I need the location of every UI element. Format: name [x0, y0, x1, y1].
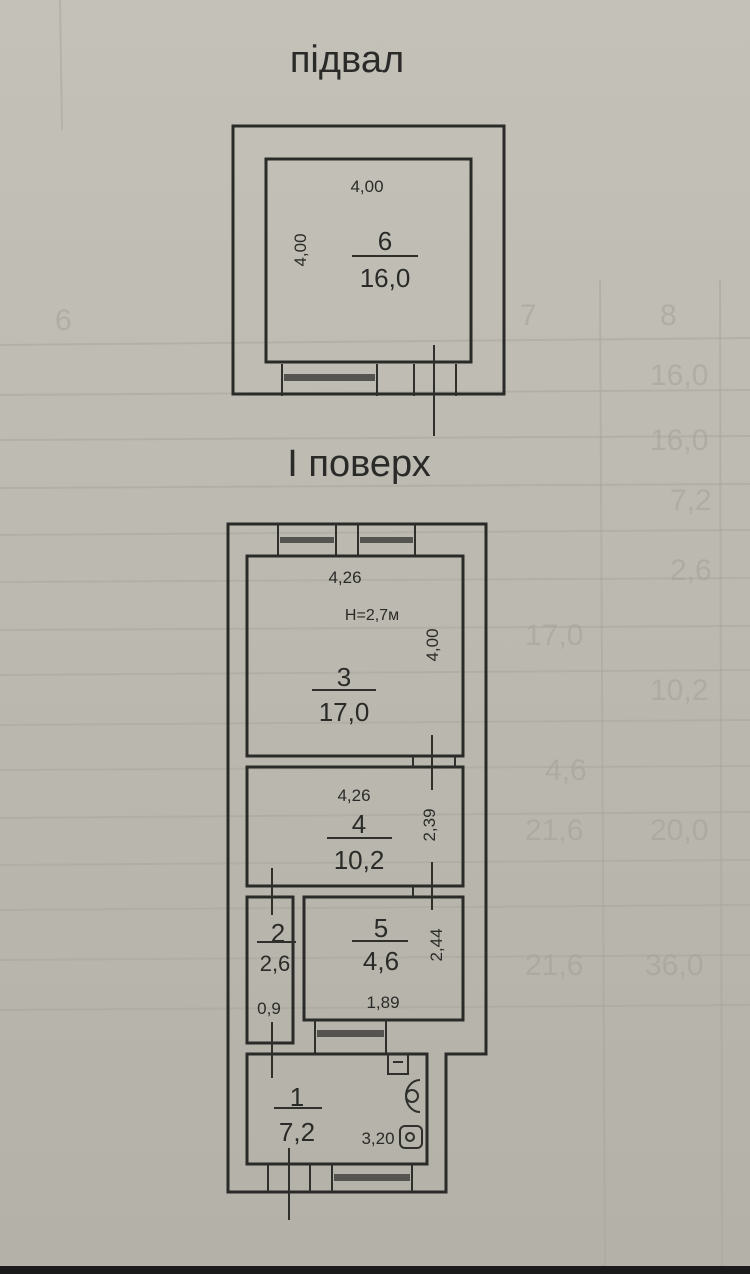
floor1-plan [226, 522, 488, 1220]
room-1-number: 1 [290, 1082, 304, 1112]
svg-text:4,6: 4,6 [545, 754, 587, 787]
room-2-area: 2,6 [260, 951, 291, 976]
room-3-number: 3 [337, 662, 351, 692]
svg-text:17,0: 17,0 [525, 619, 583, 652]
room-3-area: 17,0 [319, 697, 370, 727]
basement-plan [231, 124, 506, 436]
room-2-number: 2 [271, 918, 285, 948]
svg-text:7: 7 [520, 299, 537, 332]
svg-text:16,0: 16,0 [650, 359, 708, 392]
room-6: 4,00 4,00 6 16,0 [291, 177, 418, 293]
room-6-length: 4,00 [291, 233, 310, 266]
room-6-area: 16,0 [360, 263, 411, 293]
room-2: 2 2,6 0,9 [257, 918, 296, 1018]
room-6-width: 4,00 [350, 177, 383, 196]
room-5: 5 4,6 2,44 1,89 [352, 913, 446, 1012]
svg-text:21,6: 21,6 [525, 949, 583, 982]
svg-text:10,2: 10,2 [650, 674, 708, 707]
room-4-number: 4 [352, 809, 366, 839]
room-1: 1 7,2 3,20 [274, 1082, 395, 1148]
svg-text:21,6: 21,6 [525, 814, 583, 847]
room-3: 4,26 Н=2,7м 4,00 3 17,0 [312, 568, 442, 727]
floor1-title: I поверх [287, 443, 430, 485]
room-4-width: 4,26 [337, 786, 370, 805]
photo-bottom-edge [0, 1266, 750, 1274]
room-4: 4,26 2,39 4 10,2 [327, 786, 439, 875]
room-3-length: 4,00 [423, 628, 442, 661]
svg-text:6: 6 [55, 304, 72, 337]
room-5-length: 2,44 [427, 928, 446, 961]
svg-text:7,2: 7,2 [670, 484, 712, 517]
room-4-length: 2,39 [420, 808, 439, 841]
svg-text:36,0: 36,0 [645, 949, 703, 982]
room-6-number: 6 [378, 226, 392, 256]
basement-title: підвал [290, 39, 404, 81]
room-5-area: 4,6 [363, 946, 399, 976]
room-5-number: 5 [374, 913, 388, 943]
room-1-dim: 3,20 [361, 1129, 394, 1148]
svg-text:20,0: 20,0 [650, 814, 708, 847]
room-3-width: 4,26 [328, 568, 361, 587]
room-2-dim: 0,9 [257, 999, 281, 1018]
room-4-area: 10,2 [334, 845, 385, 875]
svg-text:8: 8 [660, 299, 677, 332]
toilet-fixture-icon [399, 1079, 423, 1149]
svg-text:16,0: 16,0 [650, 424, 708, 457]
room-1-area: 7,2 [279, 1117, 315, 1147]
sink-fixture-icon [387, 1053, 409, 1075]
svg-text:2,6: 2,6 [670, 554, 712, 587]
room-5-width: 1,89 [366, 993, 399, 1012]
ceiling-height: Н=2,7м [345, 607, 399, 624]
